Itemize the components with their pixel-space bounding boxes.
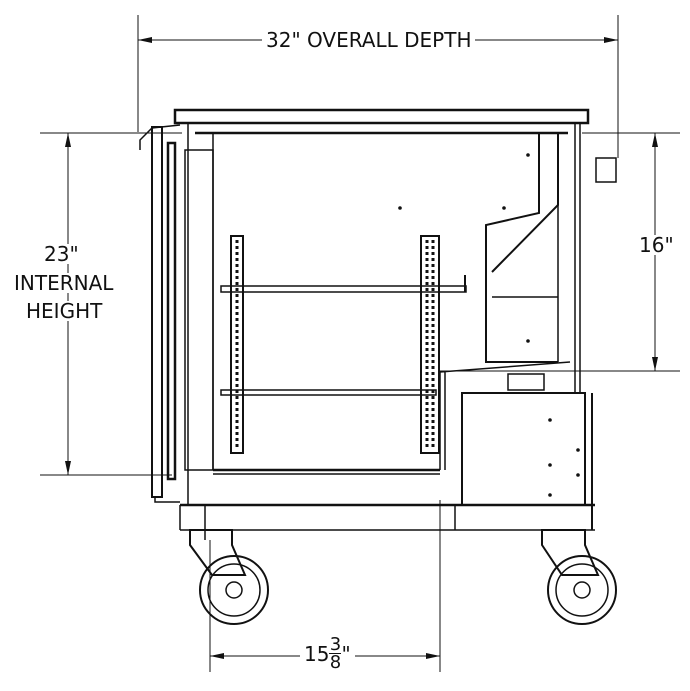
caster-offset-whole: 15: [304, 641, 330, 666]
compressor-compartment: [461, 157, 617, 530]
caster-offset-label: 15 3 8 ": [300, 634, 355, 674]
internal-height-value: 23": [44, 242, 79, 266]
internal-height-line2: HEIGHT: [26, 299, 103, 323]
fastener-dots: [398, 153, 580, 497]
internal-height-line1: INTERNAL: [14, 271, 114, 295]
shelf-standards: [230, 235, 440, 454]
caster-offset-fraction: 3 8: [329, 634, 342, 674]
height-16-label: 16": [639, 233, 674, 257]
evaporator-housing: [439, 133, 571, 470]
fraction-denominator: 8: [329, 652, 342, 674]
overall-depth-label: 32" OVERALL DEPTH: [262, 30, 476, 50]
caster-offset-unit: ": [341, 641, 351, 666]
wire-shelf-upper: [220, 275, 467, 293]
fraction-numerator: 3: [329, 634, 342, 655]
door: [139, 124, 214, 503]
caster-rear: [541, 529, 617, 625]
fraction-bar: [329, 653, 342, 655]
wire-shelf-lower: [220, 389, 437, 396]
caster-front: [189, 529, 269, 625]
